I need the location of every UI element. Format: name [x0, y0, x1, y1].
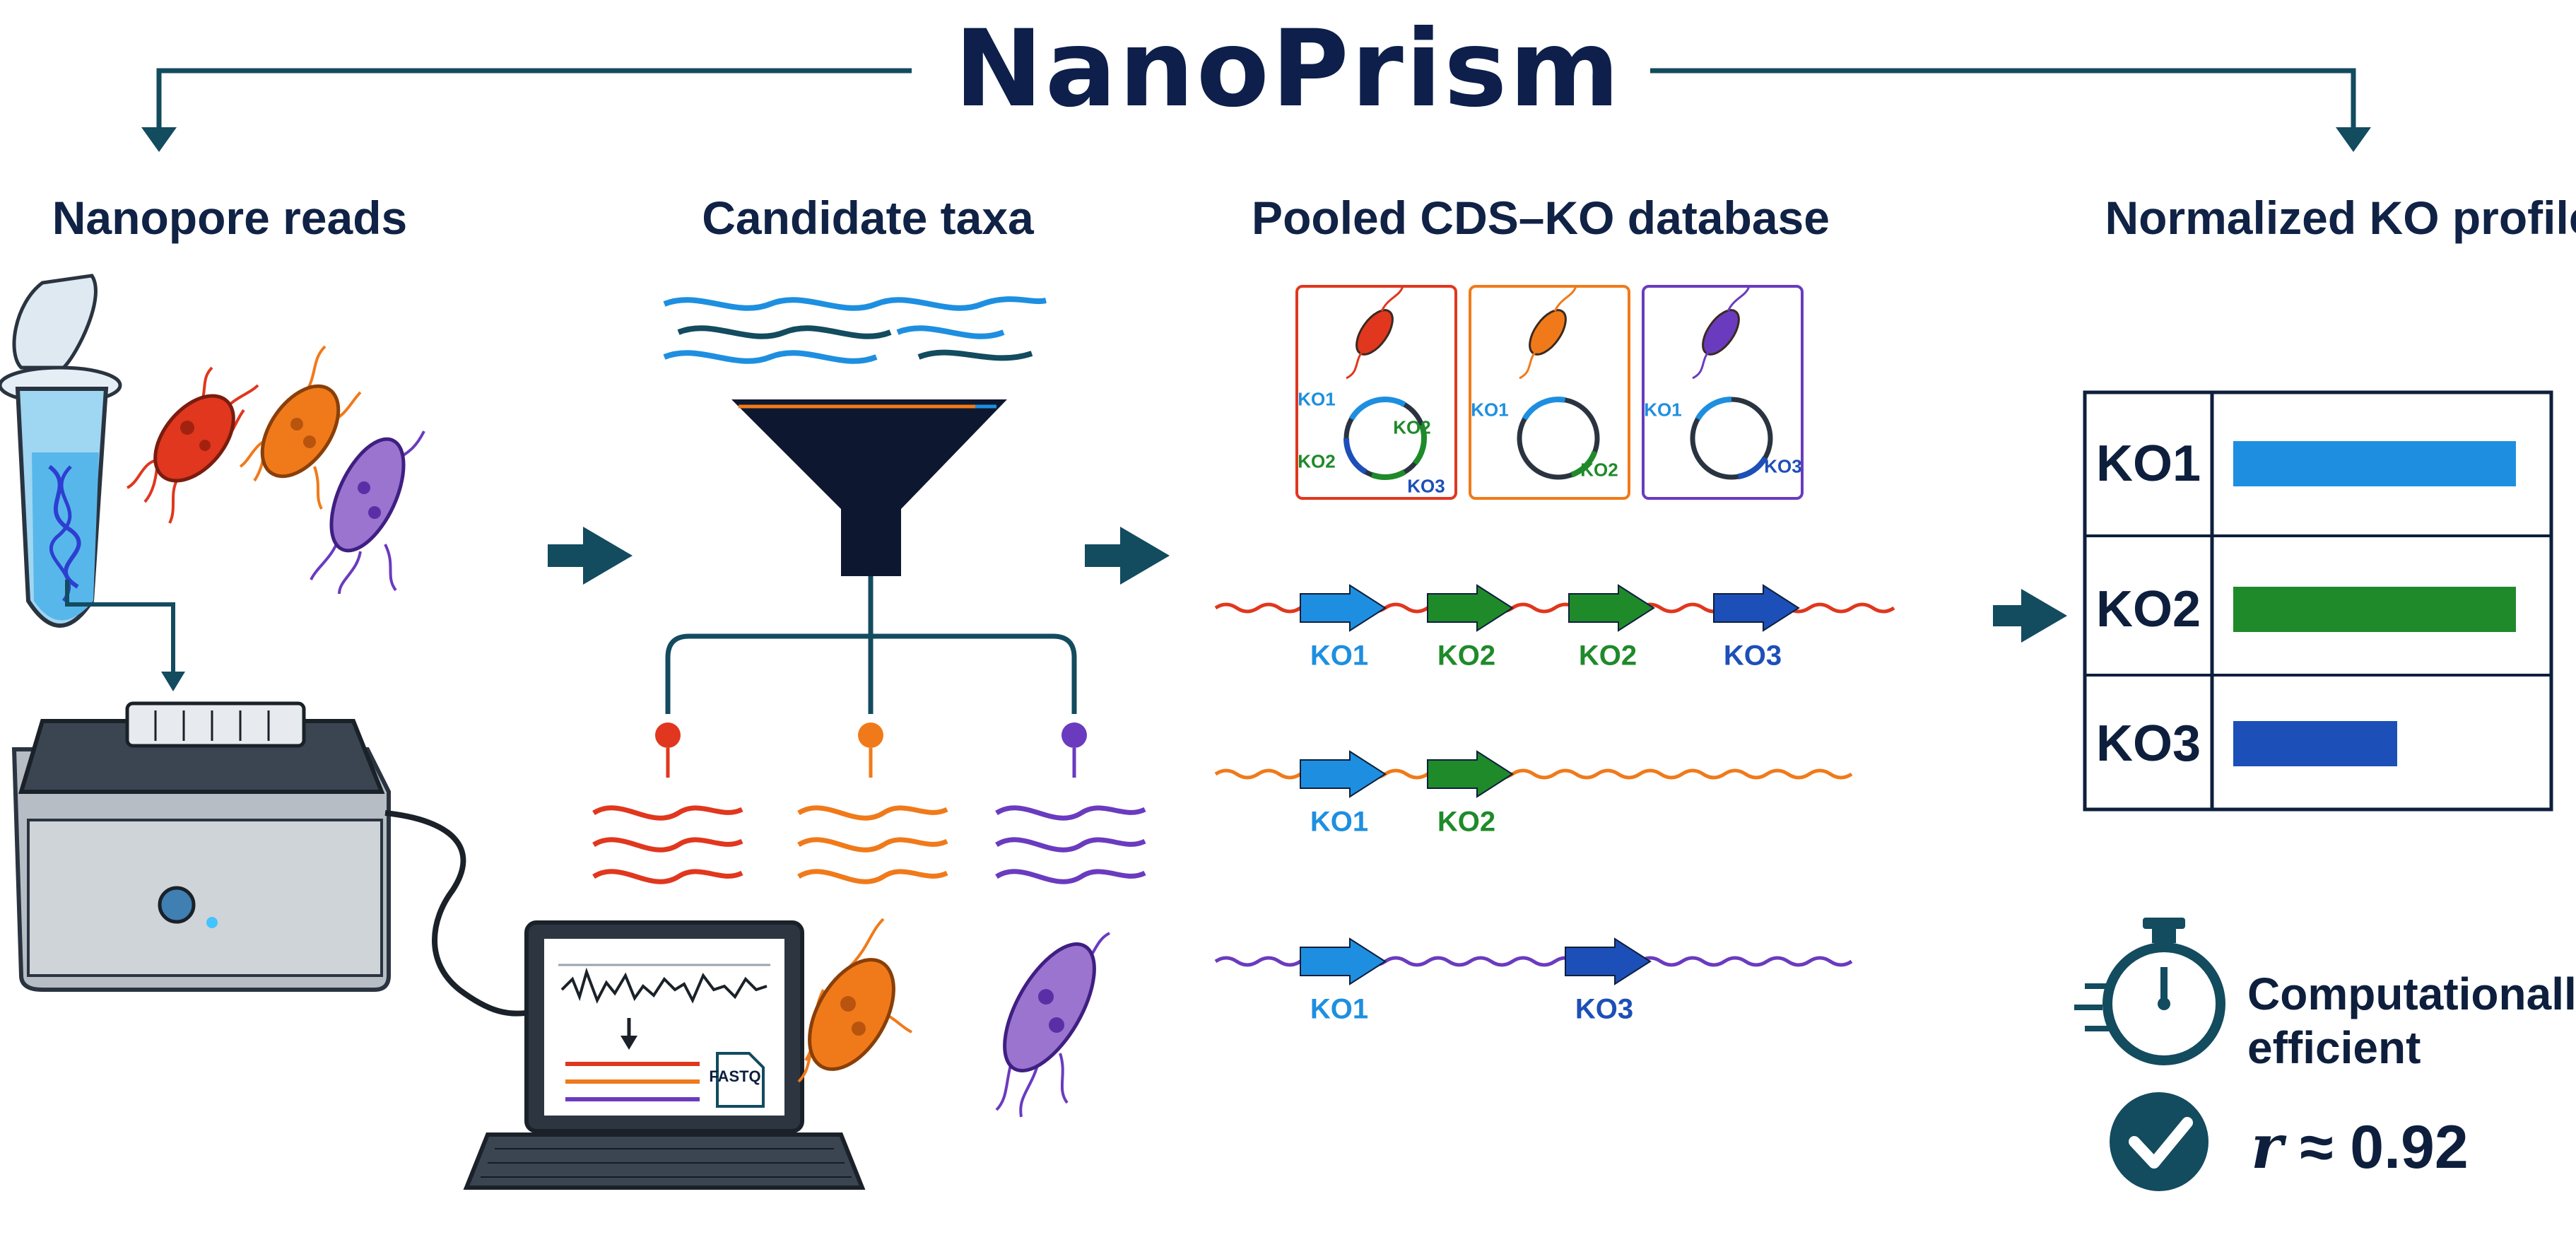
database-panel: [1295, 285, 1457, 500]
taxon-node-orange: [858, 722, 883, 748]
contig-gene-label: KO2: [1437, 806, 1496, 838]
taxon-node-red: [655, 722, 681, 748]
panel-ko-label: KO3: [1407, 475, 1445, 497]
red-bacterium-icon: [126, 366, 259, 524]
gene-arc: [1370, 469, 1406, 480]
tube-arrowhead: [161, 672, 185, 691]
gene-arrow: [1568, 584, 1655, 632]
contig-gene-label: KO3: [1575, 993, 1634, 1025]
gene-arrow: [1565, 937, 1652, 985]
purple-bacterium-icon-taxa: [995, 932, 1110, 1118]
panel-flagella: [1692, 286, 1751, 380]
panel-ko-label: KO1: [1471, 399, 1509, 421]
title-bracket: [156, 68, 2356, 145]
panel-bacterium-icon: [1529, 309, 1567, 356]
profile-row-label: KO3: [2095, 715, 2201, 772]
gene-arrow: [1300, 750, 1387, 798]
profile-bar: [2233, 721, 2397, 766]
heading-pooled-database: Pooled CDS–KO database: [1252, 192, 1830, 244]
panel-flagella: [1346, 286, 1404, 380]
taxon-stems: [666, 748, 1076, 778]
gene-arc: [1570, 450, 1598, 478]
usb-cable: [384, 810, 538, 1017]
incoming-reads: [663, 296, 1047, 364]
correlation-text: r ≈ 0.92: [2251, 1111, 2469, 1183]
gene-arc: [1695, 397, 1732, 421]
profile-bars: [2233, 441, 2516, 766]
database-panels: [1295, 285, 1804, 500]
taxa-tree: [665, 576, 1077, 714]
profile-bar: [2233, 587, 2516, 632]
tube-to-sequencer-arrow: [65, 580, 175, 679]
step-arrow-2: [1085, 527, 1170, 585]
gene-arc: [1412, 423, 1427, 465]
nanopore-sequencer-icon: [11, 701, 391, 992]
contig-gene-label: KO2: [1578, 640, 1637, 672]
panel-ko-label: KO2: [1393, 416, 1431, 438]
correlation-symbol: r: [2251, 1111, 2283, 1183]
database-panel: [1642, 285, 1804, 500]
fastq-file-label: FASTQ: [709, 1067, 761, 1085]
contig-rows: [1214, 584, 1895, 985]
step-arrow-3: [1993, 589, 2067, 643]
panel-flagella: [1519, 286, 1577, 380]
page-title: NanoPrism: [0, 6, 2576, 133]
checkmark-icon: [2110, 1092, 2209, 1191]
panel-ko-label: KO1: [1298, 388, 1336, 410]
gene-arc: [1737, 456, 1768, 480]
heading-candidate-taxa: Candidate taxa: [702, 192, 1034, 244]
taxon-node-purple: [1061, 722, 1087, 748]
gene-arrow: [1713, 584, 1800, 632]
gene-arc: [1522, 397, 1566, 421]
taxon-reads-orange: [797, 805, 948, 884]
contig-gene-label: KO1: [1310, 993, 1369, 1025]
sample-tube-icon: [0, 274, 122, 628]
panel-ko-label: KO2: [1580, 459, 1618, 481]
title-text: NanoPrism: [926, 8, 1650, 131]
taxon-reads-red: [592, 805, 743, 884]
stopwatch-icon: [2074, 918, 2225, 1065]
correlation-value: ≈ 0.92: [2300, 1113, 2469, 1181]
profile-row-label: KO1: [2095, 435, 2201, 492]
step-arrow-1: [548, 527, 633, 585]
profile-row-label: KO2: [2095, 581, 2201, 638]
bracket-left-arrowhead: [141, 127, 177, 152]
taxon-reads-purple: [995, 805, 1146, 884]
gene-arrow: [1300, 937, 1387, 985]
laptop-icon: [463, 920, 866, 1190]
gene-arrow: [1427, 584, 1514, 632]
bracket-right-arrowhead: [2336, 127, 2371, 152]
gene-arc: [1343, 438, 1368, 475]
gene-arc: [1348, 397, 1406, 421]
heading-normalized-profile: Normalized KO profile: [2105, 192, 2576, 244]
panel-ko-label: KO3: [1764, 455, 1802, 477]
panel-ko-label: KO1: [1644, 399, 1682, 421]
gene-arrow: [1300, 584, 1387, 632]
contig-gene-label: KO3: [1723, 640, 1782, 672]
filter-funnel-icon: [731, 399, 1007, 576]
panel-bacterium-icon: [1355, 309, 1394, 356]
orange-bacterium-icon-taxa: [797, 918, 912, 1083]
panel-bacterium-icon: [1702, 309, 1740, 356]
efficiency-text: Computationally efficient: [2247, 968, 2576, 1073]
database-panel: [1469, 285, 1630, 500]
profile-bar: [2233, 441, 2516, 486]
contig-gene-label: KO1: [1310, 806, 1369, 838]
contig-gene-label: KO1: [1310, 640, 1369, 672]
purple-bacterium-icon: [310, 431, 425, 595]
orange-bacterium-icon: [239, 345, 362, 510]
panel-ko-label: KO2: [1298, 450, 1336, 472]
gene-arrow: [1427, 750, 1514, 798]
contig-gene-label: KO2: [1437, 640, 1496, 672]
heading-nanopore-reads: Nanopore reads: [52, 192, 408, 244]
